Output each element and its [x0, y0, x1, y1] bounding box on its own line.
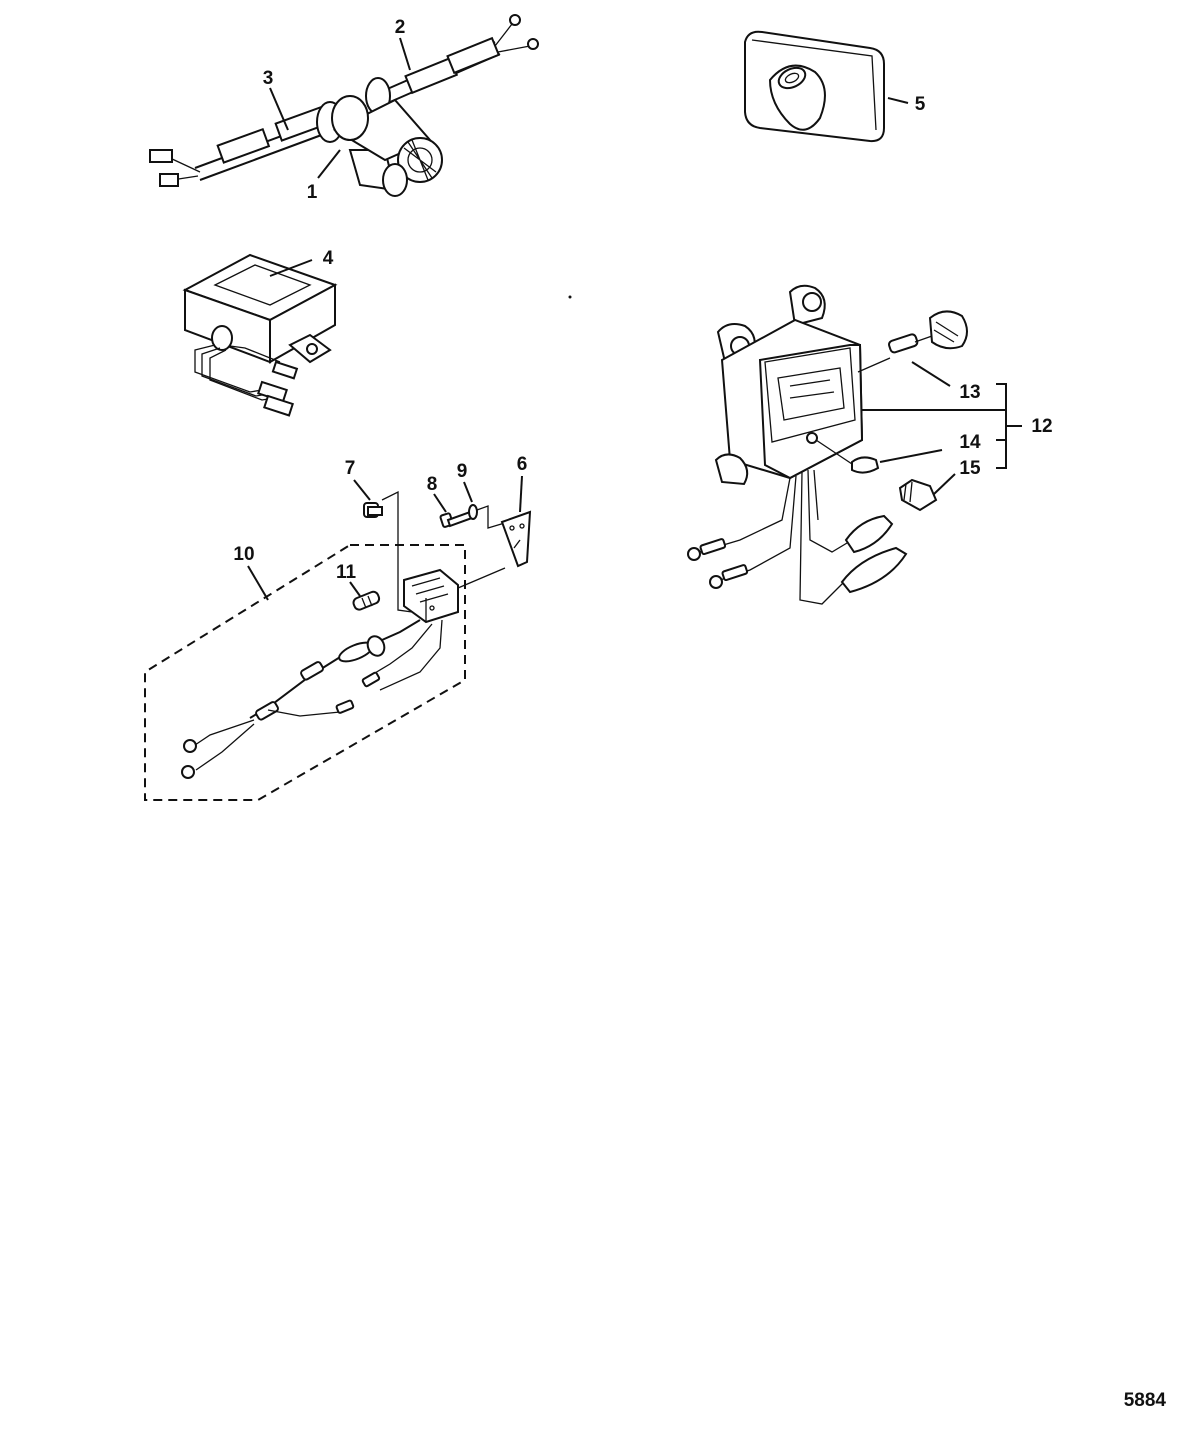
part-cover-plate: [744, 30, 885, 143]
lamp-bulb-13: [888, 333, 919, 354]
callout-12: 12: [1031, 416, 1052, 437]
leader-15: [933, 473, 956, 495]
fuse-11: [352, 590, 381, 611]
leader-6: [519, 475, 523, 513]
lamp-bulb-14: [851, 456, 880, 474]
callout-15: 15: [959, 458, 981, 479]
part-rectifier-assembly: [144, 490, 532, 801]
leader-9: [463, 481, 473, 503]
leader-2: [399, 37, 411, 71]
leader-3: [269, 87, 289, 131]
screw-8: [439, 510, 474, 528]
bracket-12: [996, 383, 1007, 469]
callout-9: 9: [457, 461, 468, 482]
callout-4: 4: [323, 248, 334, 269]
drawing-number: 5884: [1124, 1390, 1167, 1411]
callout-labels: 1 2 3 4 5 6 7 8 9 10 11 12 13 14 15: [233, 17, 1052, 583]
stray-mark: [568, 295, 572, 299]
leader-13: [911, 361, 951, 387]
washer-9: [468, 504, 478, 520]
leader-lines: [247, 37, 1022, 601]
callout-10: 10: [233, 544, 254, 565]
callout-7: 7: [345, 458, 356, 479]
callout-3: 3: [263, 68, 274, 89]
leader-11: [349, 581, 361, 597]
rectifier-block: [403, 568, 459, 624]
callout-6: 6: [517, 454, 528, 475]
leader-10: [247, 565, 269, 601]
leader-1: [317, 149, 341, 179]
part-gauge-assembly: [687, 284, 968, 605]
callout-8: 8: [427, 474, 438, 495]
part-control-module: [182, 253, 338, 417]
leader-4: [269, 259, 313, 277]
callout-11: 11: [336, 562, 357, 583]
part-wire-harness-clamp: [149, 14, 539, 197]
lamp-socket-15: [898, 478, 938, 512]
callout-2: 2: [395, 17, 406, 38]
plate-6: [500, 510, 532, 568]
leader-8: [433, 493, 447, 513]
leader-14: [879, 449, 943, 463]
screw-7: [363, 502, 383, 518]
leader-5: [887, 97, 909, 104]
leader-7: [353, 479, 371, 501]
callout-5: 5: [915, 94, 926, 115]
callout-14: 14: [959, 432, 981, 453]
callout-1: 1: [307, 182, 318, 203]
callout-13: 13: [959, 382, 980, 403]
